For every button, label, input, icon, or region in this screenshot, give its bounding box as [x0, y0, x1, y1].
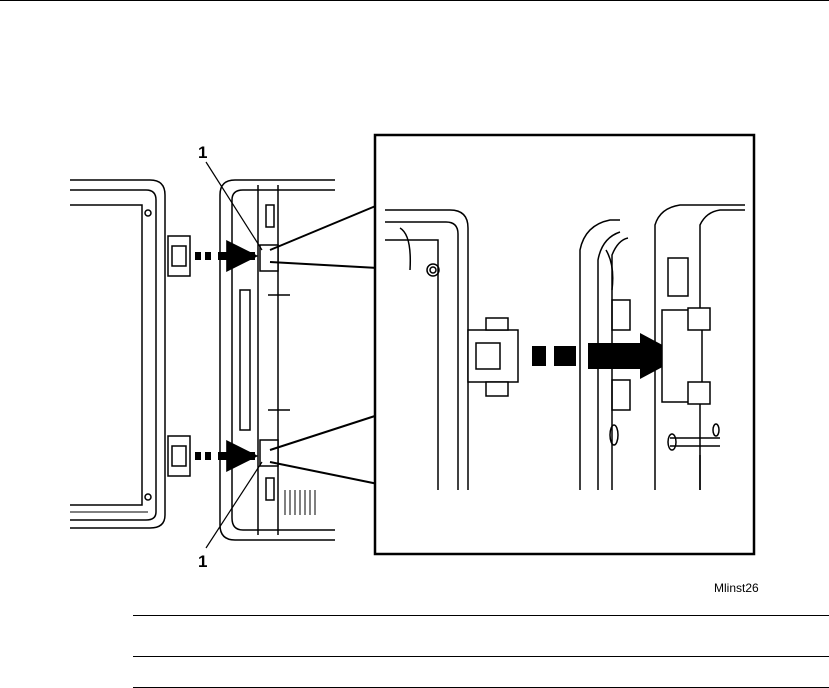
callout-top-label: 1: [198, 144, 207, 161]
divider-rule: [133, 615, 829, 616]
hinge-bottom: [168, 436, 190, 476]
callout-bottom-label: 1: [198, 553, 207, 570]
cabinet-frame: [220, 180, 335, 540]
leader-lines: [206, 162, 262, 548]
hinge-top: [168, 236, 190, 276]
divider-rule: [133, 656, 829, 657]
figure-id-label: Mlinst26: [714, 581, 759, 595]
door-panel: [70, 180, 165, 528]
zoom-lines: [270, 205, 378, 484]
